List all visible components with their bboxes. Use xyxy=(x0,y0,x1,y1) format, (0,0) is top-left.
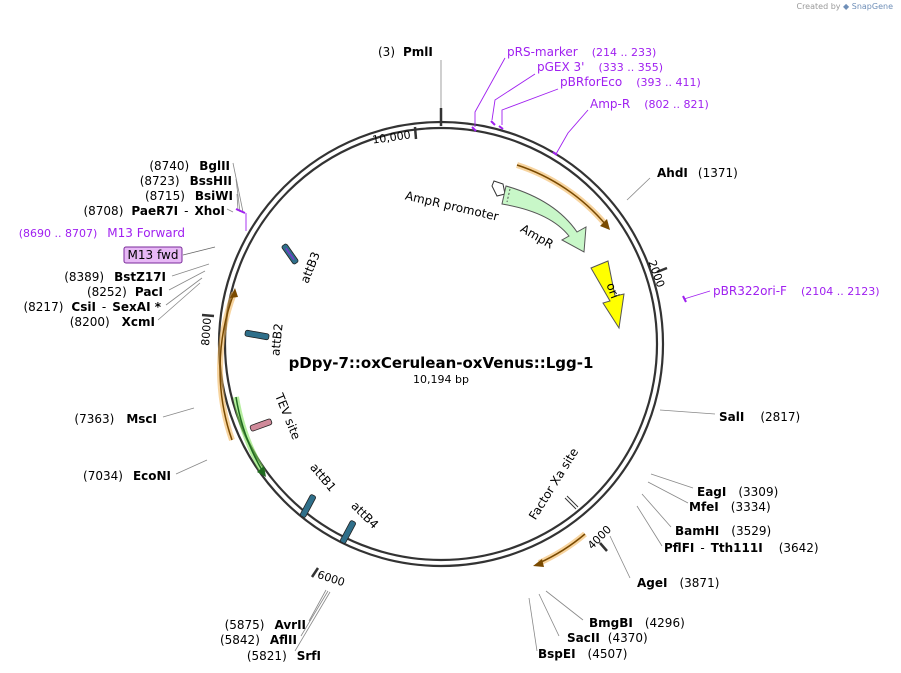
primer-leader-lines xyxy=(245,57,711,300)
attb4-site xyxy=(340,520,356,544)
tick-label-10000: 10,000 xyxy=(372,128,412,146)
site-label-csii-sexai: (8217)CsiI-SexAI * xyxy=(23,300,161,314)
site-label-pmli: (3)PmlI xyxy=(378,45,433,59)
credit-prefix: Created by xyxy=(796,2,841,11)
primer-labels: pRS-marker(214 .. 233) pGEX 3'(333 .. 35… xyxy=(19,45,880,298)
plasmid-title: pDpy-7::oxCerulean-oxVenus::Lgg-1 10,194… xyxy=(289,354,594,386)
site-label-bstz17i: (8389)BstZ17I xyxy=(64,270,166,284)
tick-label-8000: 8000 xyxy=(199,317,214,346)
site-label-aflii: (5842)AflII xyxy=(220,633,297,647)
primer-label-amp-r: Amp-R(802 .. 821) xyxy=(590,97,709,111)
position-ticks xyxy=(201,126,668,578)
plasmid-length: 10,194 bp xyxy=(413,373,469,386)
primer-label-pgex3: pGEX 3'(333 .. 355) xyxy=(537,60,663,74)
site-label-bsiwi: (8715)BsiWI xyxy=(145,189,233,203)
ori-arrow xyxy=(590,260,625,330)
feature-label-attb2: attB2 xyxy=(268,323,285,357)
site-label-paci: (8252)PacI xyxy=(87,285,163,299)
green-feature-arc xyxy=(233,396,266,474)
snapgene-credit: Created by ◆ SnapGene xyxy=(796,2,893,11)
ampr-promoter-arrow xyxy=(491,180,506,197)
site-label-xcmi: (8200)XcmI xyxy=(70,315,155,329)
attb2-site xyxy=(244,329,270,341)
site-label-paer7i-xhoi: (8708)PaeR7I-XhoI xyxy=(83,204,225,218)
backbone xyxy=(217,120,665,568)
primer-label-prs-marker: pRS-marker(214 .. 233) xyxy=(507,45,656,59)
factor-xa-site-mark xyxy=(566,495,579,508)
attb1-site xyxy=(300,494,316,518)
feature-label-factor-xa-site: Factor Xa site xyxy=(526,446,581,523)
feature-label-attb1: attB1 xyxy=(307,460,339,494)
plasmid-name: pDpy-7::oxCerulean-oxVenus::Lgg-1 xyxy=(289,354,594,372)
site-label-bsshii: (8723)BssHII xyxy=(140,174,232,188)
site-label-srfi: (5821)SrfI xyxy=(247,649,321,663)
feature-label-tev-site: TEV site xyxy=(272,390,304,441)
tick-label-4000: 4000 xyxy=(585,523,614,552)
site-label-msci: (7363)MscI xyxy=(74,412,157,426)
site-label-bamhi: BamHI(3529) xyxy=(675,524,771,538)
boxed-primer-label: M13 fwd xyxy=(128,248,179,262)
primer-label-m13-forward: (8690 .. 8707)M13 Forward xyxy=(19,226,185,240)
feature-label-ampr-promoter: AmpR promoter xyxy=(404,189,500,224)
site-leader-lines xyxy=(157,60,716,652)
feature-label-ori: ori xyxy=(604,281,622,300)
site-label-sacii: SacII(4370) xyxy=(567,631,648,645)
attb3-site xyxy=(281,243,299,265)
site-label-pflfi-tth111i: PflFI-Tth111I(3642) xyxy=(664,541,819,555)
site-label-bspei: BspEI(4507) xyxy=(538,647,627,661)
features xyxy=(217,162,625,567)
site-label-bglii: (8740)BglII xyxy=(149,159,230,173)
ampr-arrow xyxy=(501,185,587,253)
tev-site-mark xyxy=(249,418,273,432)
site-label-eagi: EagI(3309) xyxy=(697,485,778,499)
tick-label-6000: 6000 xyxy=(316,568,347,589)
restriction-site-labels: (3)PmlI AhdI(1371) SalI(2817) EagI(3309)… xyxy=(23,45,818,663)
primer-marks xyxy=(235,120,687,303)
snapgene-logo-icon: ◆ xyxy=(843,2,850,11)
feature-label-attb3: attB3 xyxy=(298,250,323,286)
primer-label-pbrforeco: pBRforEco(393 .. 411) xyxy=(560,75,701,89)
site-label-avrii: (5875)AvrII xyxy=(225,618,306,632)
site-label-sali: SalI(2817) xyxy=(719,410,800,424)
site-label-mfei: MfeI(3334) xyxy=(689,500,771,514)
orange-feature-arc-2 xyxy=(537,531,587,566)
credit-brand: SnapGene xyxy=(851,2,893,11)
site-label-ahdi: AhdI(1371) xyxy=(657,166,738,180)
site-label-econi: (7034)EcoNI xyxy=(83,469,171,483)
primer-label-pbr322ori-f: pBR322ori-F(2104 .. 2123) xyxy=(713,284,880,298)
feature-label-ampr: AmpR xyxy=(518,222,556,252)
site-label-bmgbi: BmgBI(4296) xyxy=(589,616,685,630)
boxed-primer-m13-fwd: M13 fwd xyxy=(123,246,216,264)
site-label-agei: AgeI(3871) xyxy=(637,576,719,590)
